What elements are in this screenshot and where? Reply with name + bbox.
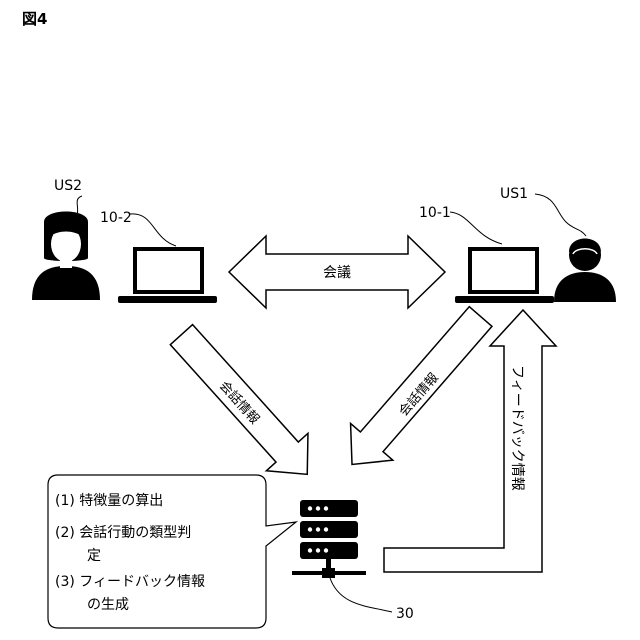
process-step-1: (1) 特徴量の算出 [55, 493, 163, 509]
user1-icon [554, 239, 616, 303]
user1-leader-line [535, 194, 586, 236]
process-step-3-continued: の生成 [87, 597, 129, 613]
device1-leader-line [450, 212, 502, 244]
user2-label: US2 [54, 178, 82, 194]
process-step-3: (3) フィードバック情報 [55, 574, 205, 590]
server-leader-line [330, 578, 392, 612]
laptop-10-2-icon [118, 247, 217, 303]
meeting-label: 会議 [323, 264, 351, 281]
process-step-2-continued: 定 [87, 548, 101, 564]
device1-label: 10-1 [419, 205, 451, 221]
feedback-info-label: フィードバック情報 [509, 365, 525, 491]
device2-leader-line [130, 214, 176, 246]
server-label: 30 [396, 606, 414, 622]
device2-label: 10-2 [100, 210, 132, 226]
server-icon [292, 500, 366, 578]
laptop-10-1-icon [455, 247, 554, 303]
process-step-2: (2) 会話行動の類型判 [55, 524, 191, 541]
user1-label: US1 [500, 186, 528, 202]
user2-icon [32, 212, 100, 301]
